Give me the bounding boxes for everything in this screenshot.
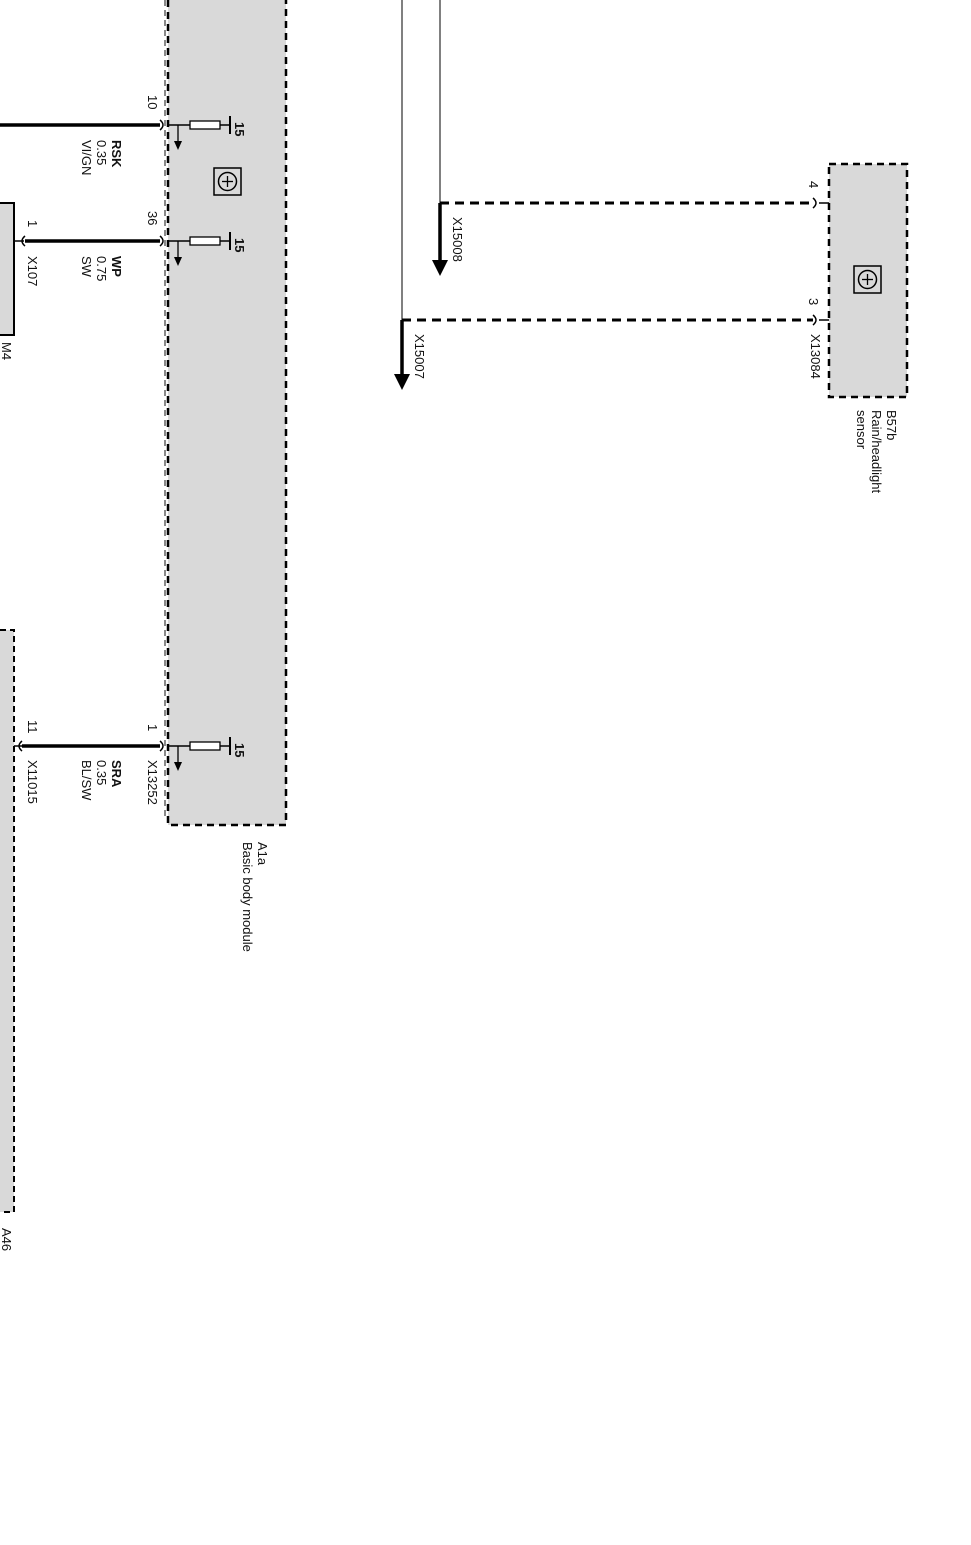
- pin-number-1: 1: [145, 724, 160, 731]
- bus-lines: [401, 0, 441, 322]
- wire-pin-10: 10 RSK 0.35 VI/GN: [0, 95, 164, 175]
- wire-gauge-pin-1: 0.35: [94, 760, 109, 785]
- splice-x15008: X15008: [432, 201, 813, 276]
- arrow-down-icon: [432, 260, 448, 276]
- connector-x107: X107: [25, 256, 40, 286]
- sensor-name-line2: sensor: [854, 410, 869, 450]
- wire-color-pin-36: SW: [79, 256, 94, 278]
- left-bottom-module-id: A46: [0, 1228, 14, 1251]
- splice-x15007: X15007: [394, 318, 813, 390]
- terminal-label-pin-1: 15: [232, 743, 247, 757]
- wire-color-pin-1: BL/SW: [79, 760, 94, 801]
- left-top-module: 1 X107 M4: [0, 202, 40, 360]
- wire-code-sra: SRA: [109, 760, 124, 788]
- wire-gauge-pin-36: 0.75: [94, 256, 109, 281]
- pin-number-36: 36: [145, 211, 160, 225]
- basic-body-module: 15 15 15 A1a Basic body module: [164, 0, 288, 952]
- sensor-pin-4: 4: [806, 181, 821, 188]
- internal-circuit-pin-36: [168, 232, 231, 266]
- terminal-label-pin-10: 15: [232, 122, 247, 136]
- diagnosis-symbol-icon: [213, 167, 242, 196]
- left-bottom-pin-11: 11: [25, 720, 40, 734]
- sensor-id: B57b: [884, 410, 899, 440]
- left-bottom-module: 11 X11015 A46: [0, 629, 40, 1251]
- connector-x11015: X11015: [25, 760, 40, 804]
- internal-circuit-pin-1: [168, 737, 231, 771]
- rain-headlight-sensor: 4 3 X13084 B57b Rain/headlight sensor: [806, 162, 909, 494]
- connector-x13084: X13084: [808, 334, 823, 379]
- connector-x13252: X13252: [145, 760, 160, 805]
- arrow-down-icon: [394, 374, 410, 390]
- terminal-label-pin-36: 15: [232, 238, 247, 252]
- internal-circuit-pin-10: [168, 116, 231, 150]
- splice-label-x15007: X15007: [412, 334, 427, 379]
- pin-number-10: 10: [145, 95, 160, 109]
- diagnosis-symbol-icon: [853, 265, 882, 294]
- sensor-name-line1: Rain/headlight: [869, 410, 884, 494]
- wire-pin-1: 1 X13252 SRA 0.35 BL/SW: [18, 724, 164, 805]
- sensor-pin-3: 3: [806, 298, 821, 305]
- left-top-pin-1: 1: [25, 220, 40, 227]
- wire-gauge-pin-10: 0.35: [94, 140, 109, 165]
- splice-label-x15008: X15008: [450, 217, 465, 262]
- wire-code-rsk: RSK: [109, 140, 124, 168]
- wire-pin-36: 36 WP 0.75 SW: [21, 211, 164, 281]
- basic-body-module-id: A1a: [255, 842, 270, 866]
- wire-code-wp: WP: [109, 256, 124, 277]
- wire-color-pin-10: VI/GN: [79, 140, 94, 175]
- basic-body-module-name: Basic body module: [240, 842, 255, 952]
- left-top-module-id: M4: [0, 342, 14, 360]
